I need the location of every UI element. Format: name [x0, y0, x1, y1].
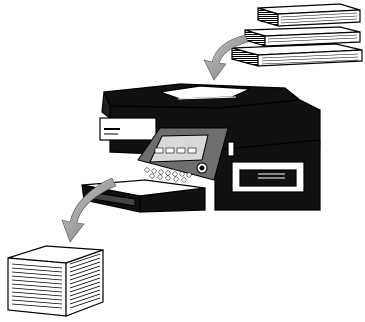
paper-stack-3 [232, 44, 362, 66]
paper-stack-2 [245, 27, 360, 46]
paper-stack-1 [258, 4, 360, 26]
output-stack-icon [8, 246, 103, 316]
originals-stack-icon [232, 4, 362, 66]
